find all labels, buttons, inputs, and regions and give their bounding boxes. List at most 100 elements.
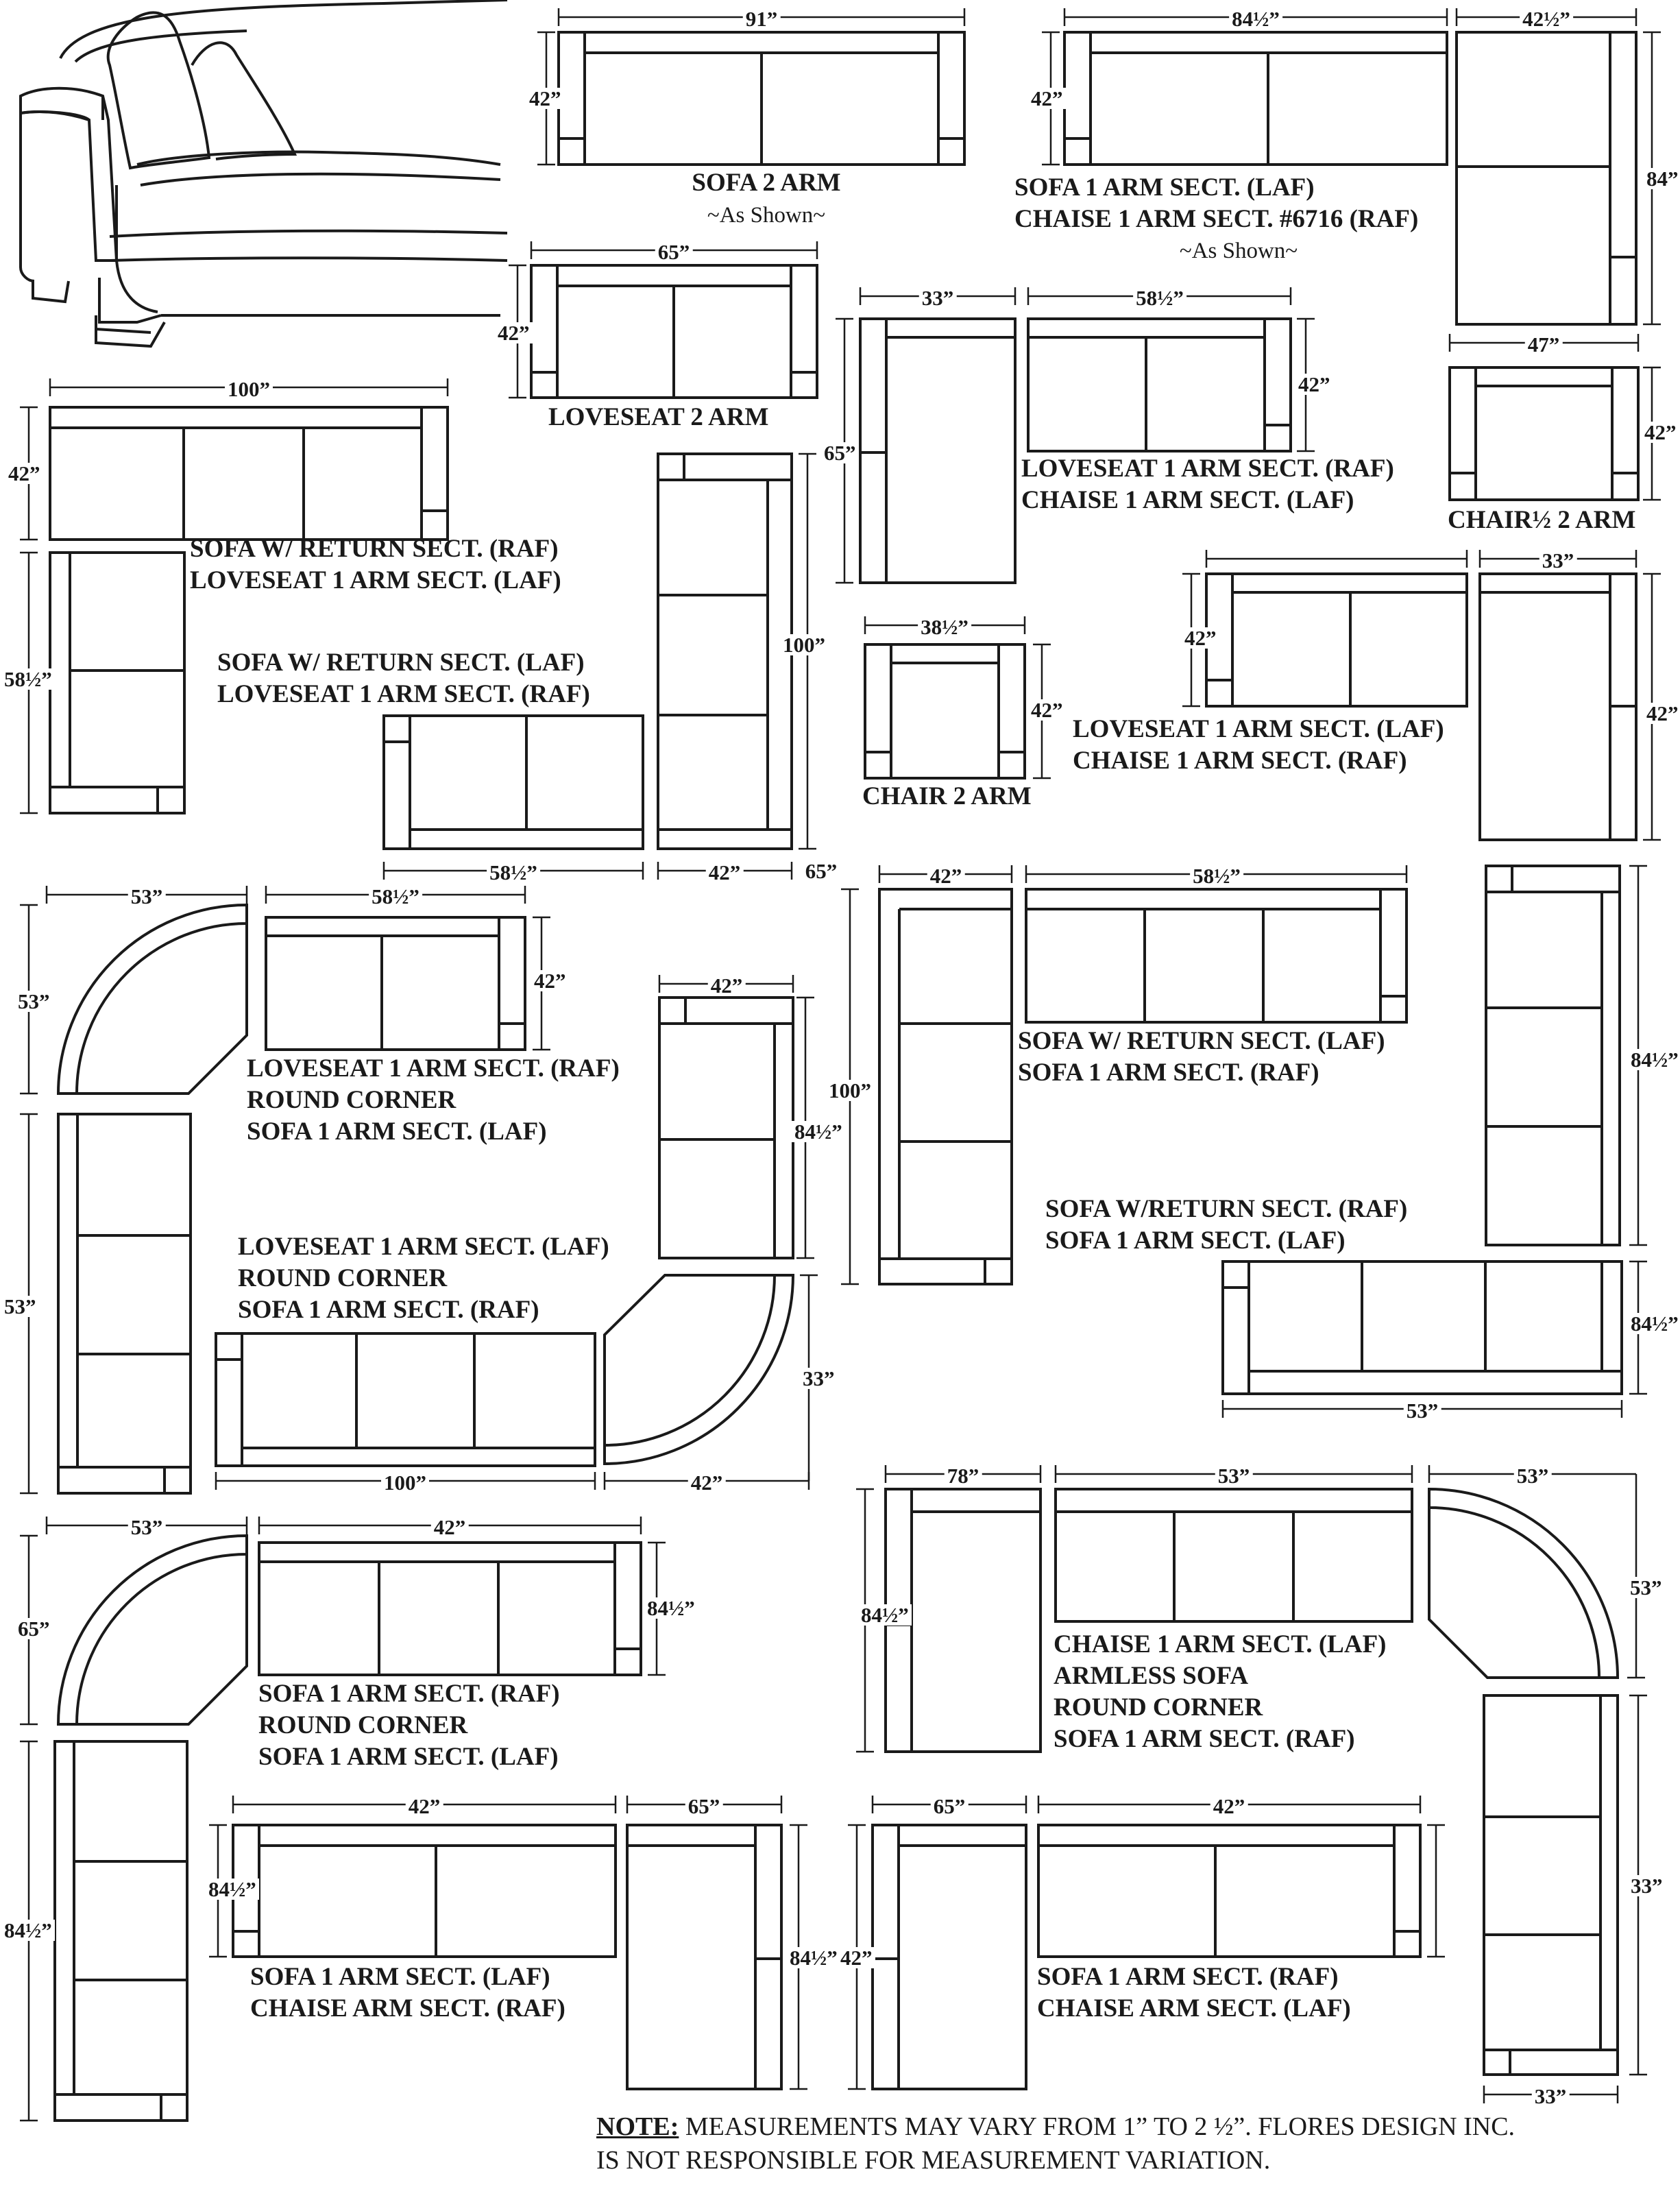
sofa-return-raf-sofa-laf-label-2: SOFA 1 ARM SECT. (LAF) xyxy=(1045,1227,1346,1255)
dimension-label: 53” xyxy=(127,1517,166,1538)
sofa-1-arm-chaise-6716-label-1: SOFA 1 ARM SECT. (LAF) xyxy=(1014,173,1315,202)
dimension-label: 58½” xyxy=(1190,865,1243,886)
dimension-label: 42” xyxy=(927,865,965,886)
dimension-label: 58½” xyxy=(487,862,540,883)
loveseat-laf-chaise-raf-label-2: CHAISE 1 ARM SECT. (RAF) xyxy=(1073,747,1407,775)
loveseat-raf-corner-sofa-laf-label-1: LOVESEAT 1 ARM SECT. (RAF) xyxy=(247,1054,620,1083)
dimension-label: 33” xyxy=(918,287,957,309)
dimension-label: 33” xyxy=(1628,1875,1666,1896)
dimension-label: 42” xyxy=(1028,88,1066,109)
dimension-label: 84½” xyxy=(1628,1313,1680,1334)
dimension-label: 100” xyxy=(381,1472,429,1493)
sofa-1-arm-chaise-6716-label-2: CHAISE 1 ARM SECT. #6716 (RAF) xyxy=(1014,205,1419,233)
dimension-label: 42” xyxy=(526,88,564,109)
dimension-label: 47” xyxy=(1524,334,1563,355)
dimension-label: 84½” xyxy=(644,1597,698,1619)
sofa-return-raf-loveseat-laf-label-1: SOFA W/ RETURN SECT. (RAF) xyxy=(190,535,559,563)
dimension-label: 65” xyxy=(821,442,859,463)
dimension-label: 65” xyxy=(15,1618,53,1639)
chaise-laf-armless-corner-sofa-raf-label-3: ROUND CORNER xyxy=(1054,1693,1263,1722)
dimension-label: 84½” xyxy=(1229,8,1282,29)
dimension-label: 42” xyxy=(838,1947,875,1968)
dimension-label: 58½” xyxy=(369,886,422,907)
dimension-label: 42” xyxy=(707,975,746,996)
dimension-label: 42” xyxy=(1642,422,1679,443)
sofa-laf-chaise-raf-label-2: CHAISE ARM SECT. (RAF) xyxy=(250,1994,565,2022)
dimension-label: 53” xyxy=(1627,1577,1665,1598)
note-label: NOTE: xyxy=(596,2112,679,2141)
dimension-label: 84½” xyxy=(206,1879,259,1900)
sofa-return-laf-sofa-raf-label-1: SOFA W/ RETURN SECT. (LAF) xyxy=(1018,1027,1385,1055)
dimension-label: 42” xyxy=(705,862,744,883)
dimension-label: 84” xyxy=(1644,168,1680,189)
loveseat-raf-chaise-laf-label-1: LOVESEAT 1 ARM SECT. (RAF) xyxy=(1021,455,1394,483)
sofa-laf-chaise-raf-label-1: SOFA 1 ARM SECT. (LAF) xyxy=(250,1963,550,1991)
note-text-1: MEASUREMENTS MAY VARY FROM 1” TO 2 ½”. F… xyxy=(679,2112,1515,2141)
dimension-label: 84½” xyxy=(858,1604,912,1626)
sofa-return-laf-loveseat-raf-label-1: SOFA W/ RETURN SECT. (LAF) xyxy=(217,649,585,677)
loveseat-raf-corner-sofa-laf-label-2: ROUND CORNER xyxy=(247,1086,456,1114)
chaise-laf-armless-corner-sofa-raf-label-4: SOFA 1 ARM SECT. (RAF) xyxy=(1054,1725,1355,1753)
loveseat-laf-corner-sofa-raf-label-1: LOVESEAT 1 ARM SECT. (LAF) xyxy=(238,1233,609,1261)
dimension-label: 42” xyxy=(1295,374,1333,395)
sofa-raf-corner-sofa-laf-label-2: ROUND CORNER xyxy=(258,1711,468,1739)
sofa-return-raf-loveseat-laf-label-2: LOVESEAT 1 ARM SECT. (LAF) xyxy=(190,566,561,594)
dimension-label: 38½” xyxy=(918,616,971,638)
note-line-2: IS NOT RESPONSIBLE FOR MEASUREMENT VARIA… xyxy=(596,2146,1271,2175)
sofa-1-arm-chaise-6716-subtitle: ~As Shown~ xyxy=(1179,239,1298,263)
dimension-label: 42” xyxy=(531,970,569,991)
chair-2-arm-label-1: CHAIR 2 ARM xyxy=(862,782,1032,810)
loveseat-laf-chaise-raf-label-1: LOVESEAT 1 ARM SECT. (LAF) xyxy=(1073,715,1444,743)
dimension-label: 33” xyxy=(800,1368,838,1389)
loveseat-laf-corner-sofa-raf-label-3: SOFA 1 ARM SECT. (RAF) xyxy=(238,1296,539,1324)
sofa-raf-chaise-laf-label-1: SOFA 1 ARM SECT. (RAF) xyxy=(1037,1963,1339,1991)
dimension-label: 42” xyxy=(495,322,533,343)
dimension-label: 42” xyxy=(1182,627,1219,649)
dimension-label: 53” xyxy=(1513,1465,1552,1486)
dimension-label: 53” xyxy=(15,991,53,1012)
dimension-label: 33” xyxy=(1539,550,1577,571)
loveseat-2-arm-label-1: LOVESEAT 2 ARM xyxy=(548,403,769,431)
sofa-2-arm-subtitle: ~As Shown~ xyxy=(707,203,826,228)
dimension-label: 42” xyxy=(5,463,43,484)
dimension-label: 65” xyxy=(802,860,840,882)
dimension-label: 100” xyxy=(826,1080,874,1101)
sofa-raf-corner-sofa-laf-label-3: SOFA 1 ARM SECT. (LAF) xyxy=(258,1743,559,1771)
dimension-label: 42½” xyxy=(1520,8,1573,29)
dimension-label: 42” xyxy=(687,1472,726,1493)
chaise-laf-armless-corner-sofa-raf-label-1: CHAISE 1 ARM SECT. (LAF) xyxy=(1054,1630,1387,1658)
dimension-label: 65” xyxy=(930,1796,969,1817)
dimension-label: 84½” xyxy=(1,1920,55,1941)
dimension-label: 84½” xyxy=(792,1121,845,1142)
sectional-outlines xyxy=(49,31,1640,2122)
note-line-1: NOTE: MEASUREMENTS MAY VARY FROM 1” TO 2… xyxy=(596,2114,1515,2140)
dimension-label: 42” xyxy=(430,1517,469,1538)
chaise-laf-armless-corner-sofa-raf-label-2: ARMLESS SOFA xyxy=(1054,1662,1249,1690)
dimension-label: 53” xyxy=(1,1296,39,1317)
sofa-return-laf-loveseat-raf-label-2: LOVESEAT 1 ARM SECT. (RAF) xyxy=(217,680,590,708)
sofa-2-arm-label-1: SOFA 2 ARM xyxy=(692,169,841,197)
dimension-label: 58½” xyxy=(1,668,55,690)
dimension-label: 42” xyxy=(1644,703,1680,724)
dimension-label: 58½” xyxy=(1133,287,1186,309)
dimension-label: 78” xyxy=(944,1465,982,1486)
sofa-return-raf-sofa-laf-label-1: SOFA W/RETURN SECT. (RAF) xyxy=(1045,1195,1408,1223)
dimension-label: 84½” xyxy=(1628,1049,1680,1070)
dimension-label: 53” xyxy=(127,886,166,907)
sofa-raf-chaise-laf-label-2: CHAISE ARM SECT. (LAF) xyxy=(1037,1994,1351,2022)
sofa-raf-corner-sofa-laf-label-1: SOFA 1 ARM SECT. (RAF) xyxy=(258,1680,560,1708)
dimension-label: 42” xyxy=(1028,699,1066,721)
dimension-label: 65” xyxy=(685,1796,723,1817)
dimension-label: 53” xyxy=(1403,1400,1441,1421)
sofa-return-laf-sofa-raf-label-2: SOFA 1 ARM SECT. (RAF) xyxy=(1018,1059,1319,1087)
loveseat-laf-corner-sofa-raf-label-2: ROUND CORNER xyxy=(238,1264,448,1292)
dimension-label: 100” xyxy=(225,378,273,400)
dimension-label: 84½” xyxy=(787,1947,840,1968)
sofa-sketch xyxy=(19,0,508,348)
dimension-label: 42” xyxy=(1210,1796,1248,1817)
dimension-label: 100” xyxy=(780,634,828,655)
loveseat-raf-chaise-laf-label-2: CHAISE 1 ARM SECT. (LAF) xyxy=(1021,486,1354,514)
dimension-label: 42” xyxy=(405,1796,443,1817)
